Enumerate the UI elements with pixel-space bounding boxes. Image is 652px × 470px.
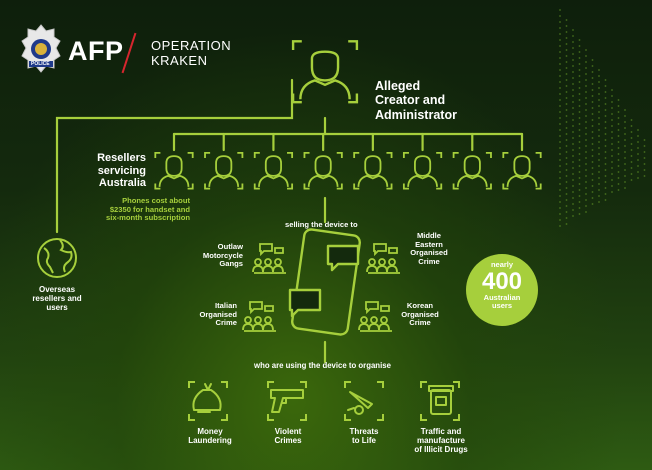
italian-line2: Organised: [199, 309, 237, 319]
drugs-line2: manufacture: [416, 436, 465, 446]
crime-icon-frame: [267, 381, 307, 421]
threats-line2: to Life: [352, 436, 376, 446]
reseller-person-icon: [253, 152, 294, 190]
users-count-circle: [466, 254, 538, 326]
korean-line2: Organised: [401, 309, 439, 319]
group-italian-label: Italian Organised Crime: [199, 301, 237, 328]
crime-group-people-icon: [358, 301, 392, 332]
money-line1: Money: [197, 427, 223, 436]
reseller-person-icon: [303, 152, 343, 190]
cost-note-line3: six-month subscription: [106, 213, 190, 223]
overseas-label-line2: resellers and: [32, 294, 82, 304]
threats-line1: Threats: [349, 427, 379, 436]
users-suffix-line2: users: [491, 301, 512, 311]
crime-drugs-label: Traffic and manufacture of Illicit Drugs: [405, 427, 477, 455]
outlaw-line2: Motorcycle: [202, 250, 243, 260]
crime-group-people-icon: [366, 243, 400, 274]
korean-line3: Crime: [409, 318, 431, 328]
outlaw-line1: Outlaw: [217, 242, 243, 251]
crime-group-people-icon: [252, 243, 286, 274]
resellers-cost-note: Phones cost about $2350 for handset and …: [106, 196, 190, 223]
violent-line2: Crimes: [274, 436, 302, 446]
crime-violent-label: Violent Crimes: [260, 427, 316, 445]
reseller-person-icon: [452, 152, 492, 190]
operation-line2: KRAKEN: [151, 53, 208, 68]
crime-icon-frame: [420, 381, 460, 421]
group-korean-label: Korean Organised Crime: [399, 301, 441, 328]
users-prefix: nearly: [490, 260, 514, 269]
resellers-label: Resellers servicing Australia: [97, 152, 146, 190]
knife-threat-icon: [347, 391, 373, 415]
users-suffix-line1: Australian: [483, 292, 521, 302]
operation-line1: OPERATION: [151, 38, 232, 53]
globe-icon: [37, 238, 77, 278]
crime-money-label: Money Laundering: [182, 427, 238, 445]
drugs-line1: Traffic and: [420, 427, 462, 436]
using-to-organise-caption: who are using the device to organise: [254, 361, 391, 370]
reseller-person-icon: [154, 152, 194, 190]
users-number: 400: [481, 267, 523, 295]
reseller-person-icon: [204, 152, 244, 190]
cost-note-line2: $2350 for handset and: [109, 204, 190, 214]
middle-eastern-line1: Middle: [416, 231, 442, 240]
creator-label: Alleged Creator and Administrator: [375, 79, 457, 122]
creator-label-line3: Administrator: [375, 107, 457, 122]
afp-badge-logo: POLICE: [21, 23, 61, 73]
gun-icon: [270, 389, 304, 413]
crime-icon-frame: [344, 381, 384, 421]
users-count: nearly 400 Australian users: [466, 260, 538, 311]
money-line2: Laundering: [188, 436, 232, 446]
cost-note-line1: Phones cost about: [122, 196, 190, 205]
badge-text: POLICE: [31, 61, 50, 67]
drug-jar-icon: [428, 385, 454, 415]
overseas-label: Overseas resellers and users: [27, 285, 87, 313]
group-outlaw-label: Outlaw Motorcycle Gangs: [202, 242, 243, 269]
middle-eastern-line3: Organised: [410, 248, 448, 258]
crime-threats-label: Threats to Life: [336, 427, 392, 445]
overseas-label-line1: Overseas: [38, 285, 76, 294]
italian-line3: Crime: [215, 318, 237, 328]
overseas-label-line3: users: [46, 303, 68, 313]
korean-line1: Korean: [406, 301, 434, 310]
creator-label-line1: Alleged: [375, 79, 421, 93]
group-middle-eastern-label: Middle Eastern Organised Crime: [406, 231, 452, 267]
middle-eastern-line2: Eastern: [415, 239, 443, 249]
creator-label-line2: Creator and: [375, 93, 446, 108]
drugs-line3: of Illicit Drugs: [414, 445, 468, 455]
outlaw-line3: Gangs: [219, 259, 243, 269]
resellers-label-line3: Australia: [98, 177, 146, 190]
crime-group-people-icon: [242, 301, 276, 332]
reseller-person-icon: [353, 152, 393, 190]
reseller-person-icon: [402, 152, 443, 190]
reseller-person-icon: [502, 152, 542, 190]
brand-name: AFP: [68, 36, 124, 66]
resellers-label-line1: Resellers: [97, 152, 146, 164]
money-bag-icon: [192, 383, 222, 413]
crime-icon-frame: [188, 381, 228, 421]
smartphone-icon: [288, 228, 361, 336]
creator-person-icon: [291, 40, 359, 104]
violent-line1: Violent: [274, 427, 302, 436]
italian-line1: Italian: [215, 301, 237, 310]
selling-to-caption: selling the device to: [285, 220, 358, 229]
middle-eastern-line4: Crime: [418, 257, 440, 267]
resellers-label-line2: servicing: [97, 164, 146, 177]
